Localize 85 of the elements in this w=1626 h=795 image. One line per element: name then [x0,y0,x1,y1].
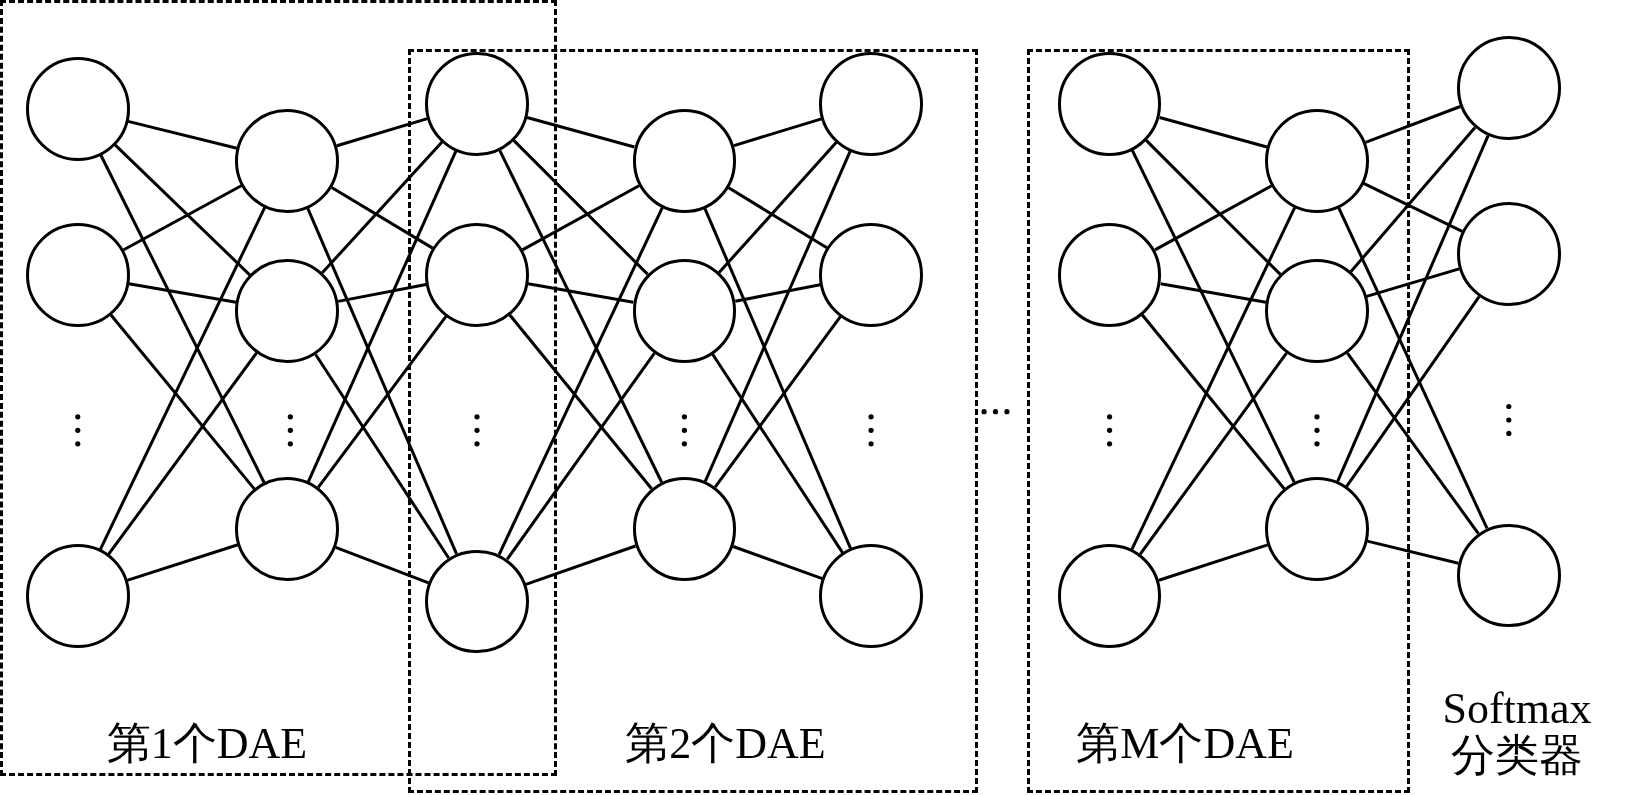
connection-line [703,150,852,482]
connection-line [1367,539,1459,565]
connection-line [330,186,434,250]
neuron-circle [1265,259,1369,363]
connection-line [1366,267,1460,298]
dashed-box [407,48,978,794]
neuron-circle [25,222,130,327]
neuron-circle [1265,477,1369,581]
neuron-circle [235,259,340,363]
connection-line [735,283,821,303]
connection-line [1145,139,1282,276]
connection-line [307,150,458,483]
connection-line [127,119,238,150]
connection-line [1141,314,1286,490]
connection-line [1130,206,1297,551]
neuron-circle [1456,202,1561,306]
box-title: 第2个DAE [625,721,826,766]
connection-line [1364,105,1461,144]
connection-line [1138,352,1288,556]
neuron-circle [25,544,130,649]
connection-line [527,282,634,304]
neuron-circle [632,477,737,581]
neuron-circle [632,259,737,363]
connection-line [1362,182,1463,233]
connection-line [1337,207,1489,530]
connection-line [126,543,239,582]
connection-line [114,143,251,277]
connection-line [109,313,256,490]
connection-line [713,315,842,488]
connection-line [1336,135,1490,482]
neuron-circle [819,51,923,156]
neuron-circle [632,108,737,213]
connection-line [314,353,450,559]
dashed-box [0,0,557,776]
neuron-circle [1456,523,1561,628]
connection-line [128,282,237,304]
connection-line [98,206,267,551]
connection-line [525,544,636,586]
connection-line [1159,116,1268,149]
connection-line [1154,184,1273,252]
box-title: 第1个DAE [106,721,308,766]
neuron-circle [425,549,529,654]
connection-line [317,315,448,489]
layer-label: Softmax 分类器 [1441,686,1593,779]
neuron-circle [235,477,340,581]
connection-line [1160,282,1267,304]
connection-line [498,149,664,483]
connection-line [321,140,444,274]
neuron-circle [1057,222,1162,327]
connection-line [505,352,656,561]
neuron-circle [425,51,529,156]
connection-line [526,116,635,149]
neuron-circle [235,108,340,213]
connection-line [335,546,430,585]
connection-line [711,353,844,554]
connection-line [512,139,649,276]
connection-line [732,545,823,581]
connection-line [1346,352,1480,535]
neuron-circle [25,57,130,161]
connection-line [336,117,428,148]
connection-line [727,186,828,250]
connection-line [306,207,458,555]
connection-line [1158,543,1269,582]
connection-line [99,154,266,484]
neuron-circle [1265,108,1369,213]
neuron-circle [425,222,529,327]
connection-line [1130,149,1296,483]
connection-line [1345,295,1481,488]
connection-line [122,184,243,252]
connection-line [337,283,427,303]
neuron-circle [1057,544,1162,649]
connection-line [1349,126,1477,273]
box-title: 第M个DAE [1076,721,1294,766]
connection-line [497,207,664,556]
connection-line [718,141,838,274]
neuron-circle [1456,36,1561,140]
neuron-circle [1057,51,1162,156]
connection-line [508,314,653,490]
dashed-box [1026,48,1411,794]
connection-line [703,207,853,550]
neuron-circle [819,544,923,649]
neuron-circle [819,222,923,327]
connection-line [521,184,640,252]
connection-line [733,117,822,147]
connection-line [107,352,258,556]
